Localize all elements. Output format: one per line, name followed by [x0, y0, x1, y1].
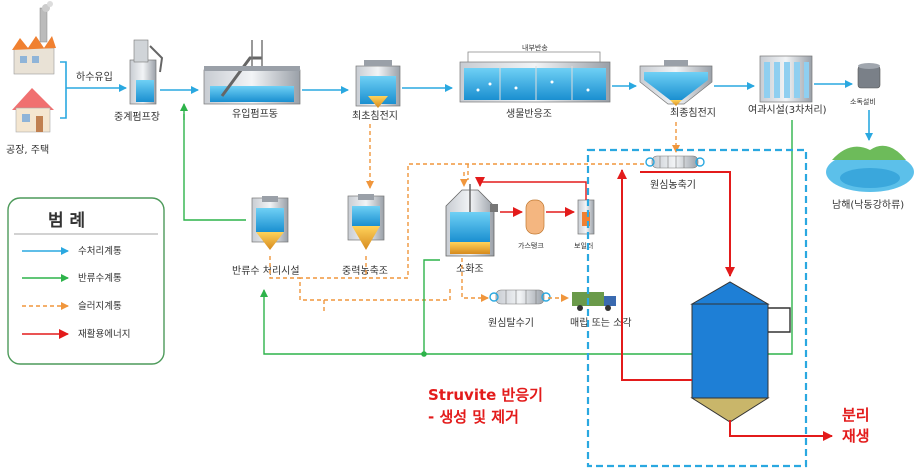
return-flow-lines: [180, 103, 793, 355]
return-water-facility-label: 반류수 처리시설: [232, 265, 300, 277]
junction-dot: [421, 351, 427, 357]
struvite-reactor-icon: [690, 281, 791, 423]
gravity-thickener-label: 중력농축조: [342, 265, 388, 277]
bio-reactor-icon: [459, 61, 611, 103]
centrifugal-dewatering-icon: [489, 289, 551, 305]
struvite-title: Struvite 반응기: [428, 386, 543, 404]
gas-tank-label: 가스탱크: [518, 241, 544, 250]
gravity-thickener-icon: [347, 194, 385, 250]
disinfection-icon: [857, 63, 881, 89]
struvite-flow-lines: [617, 169, 833, 441]
house-icon: [12, 88, 54, 133]
digester-icon: [445, 184, 498, 257]
sewage-inflow-label: 하수유입: [76, 70, 113, 83]
digester-label: 소화조: [456, 263, 484, 275]
boiler-icon: [577, 199, 595, 235]
centrifugal-thickener-icon: [645, 155, 705, 169]
bio-reactor-label: 생물반응조: [506, 108, 552, 120]
landfill-label: 매립 또는 소각: [570, 316, 632, 329]
output-separation-label: 분리: [842, 406, 870, 424]
legend-item-label: 슬러지계통: [78, 300, 122, 312]
relay-pump-icon: [129, 39, 164, 105]
inflow-pump-icon: [203, 40, 301, 105]
return-water-facility-icon: [251, 196, 289, 250]
factory-house-label: 공장, 주택: [6, 144, 49, 156]
relay-pump-label: 중계펌프장: [114, 111, 160, 123]
filtration-label: 여과시설(3차처리): [748, 104, 827, 116]
inflow-pump-label: 유입펌프동: [232, 107, 278, 120]
internal-return-label: 내부반송: [522, 43, 548, 52]
sludge-lines: [269, 163, 644, 312]
primary-clarifier-label: 최초침전지: [352, 110, 398, 122]
legend: 범 례 수처리계통 반류수계통 슬러지계통 재활용에너지: [7, 197, 165, 365]
final-clarifier-icon: [639, 60, 713, 106]
legend-title: 범 례: [48, 211, 85, 231]
disinfection-label: 소독설비: [850, 97, 876, 106]
struvite-subtitle: - 생성 및 제거: [428, 408, 519, 426]
output-recycle-label: 재생: [842, 427, 870, 445]
boiler-label: 보일러: [574, 241, 593, 250]
struvite-highlight-box: [586, 148, 808, 468]
legend-item-label: 반류수계통: [78, 272, 122, 284]
factory-icon: [12, 1, 56, 75]
legend-item-label: 수처리계통: [78, 245, 122, 257]
centrifugal-thickener-label: 원심농축기: [650, 179, 696, 191]
river-label: 남해(낙동강하류): [832, 198, 904, 211]
truck-icon: [572, 292, 616, 311]
filtration-icon: [759, 55, 813, 103]
river-icon: [826, 145, 914, 192]
legend-item-label: 재활용에너지: [78, 328, 130, 340]
primary-clarifier-icon: [355, 60, 401, 108]
final-clarifier-label: 최종침전지: [670, 107, 716, 119]
gas-tank-icon: [525, 199, 545, 235]
centrifugal-dewatering-label: 원심탈수기: [488, 316, 534, 329]
